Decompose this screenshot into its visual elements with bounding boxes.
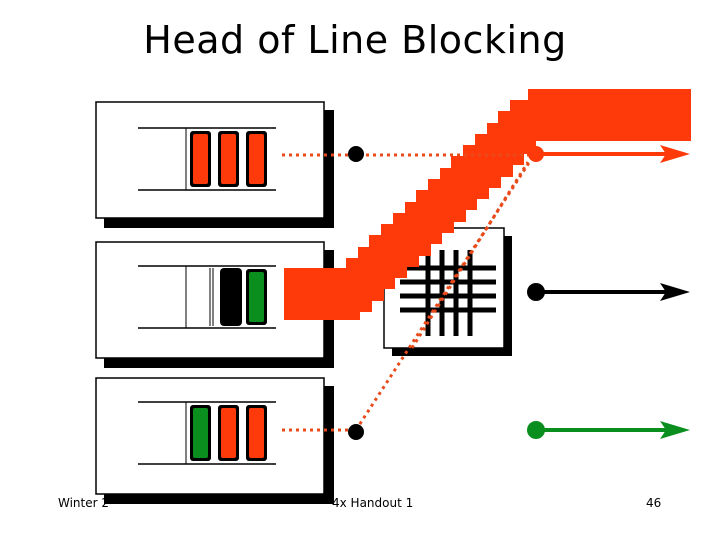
- input-port-dot-1: [348, 146, 364, 162]
- input-port-dot-3: [348, 424, 364, 440]
- packet-red: [221, 408, 236, 458]
- page-number: 46: [646, 496, 662, 510]
- contention-staircase: [284, 89, 691, 320]
- input-queue-3: [95, 377, 334, 504]
- arrow-head-icon: [660, 145, 690, 163]
- packet-black: [220, 268, 242, 326]
- packet-red: [221, 134, 236, 184]
- slide-title: Head of Line Blocking: [143, 18, 567, 62]
- input-queue-2: [95, 241, 334, 368]
- packet-red: [249, 408, 264, 458]
- connection-lines: [282, 153, 534, 432]
- packet-red: [193, 134, 208, 184]
- output-port-dot: [528, 146, 544, 162]
- packet-green: [249, 272, 264, 322]
- staircase-step: [528, 89, 691, 141]
- input-queue-1: [95, 101, 334, 228]
- arrow-head-icon: [660, 421, 690, 439]
- output-port-3: [527, 421, 690, 439]
- arrow-head-icon: [660, 283, 690, 301]
- packet-red: [249, 134, 264, 184]
- output-port-dot: [527, 283, 545, 301]
- input-box: [95, 101, 325, 219]
- packet-green: [193, 408, 208, 458]
- dotted-line-input-1-diagonal: [410, 161, 530, 349]
- output-port-2: [527, 283, 690, 301]
- output-port-1: [528, 145, 690, 163]
- footer-handout: 4x Handout 1: [332, 496, 414, 510]
- output-port-dot: [527, 421, 545, 439]
- dotted-line-input-3-diagonal: [354, 157, 534, 431]
- footer-course: Winter 2: [58, 496, 110, 510]
